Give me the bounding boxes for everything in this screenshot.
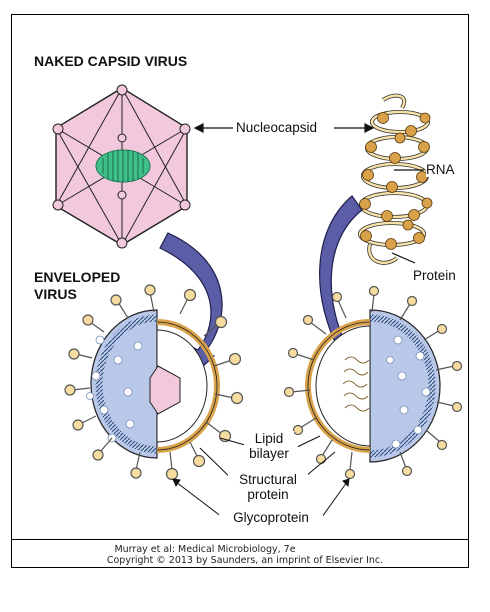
credit-line-2: Copyright © 2013 by Saunders, an imprint… <box>106 555 384 566</box>
helix-protein-subunits <box>359 112 433 250</box>
nucleocapsid-label: Nucleocapsid <box>236 120 318 135</box>
label-pointers <box>172 435 350 518</box>
structural-label-line2: protein <box>232 487 304 502</box>
naked-capsid-title: NAKED CAPSID VIRUS <box>34 53 188 69</box>
protein-label: Protein <box>413 268 456 283</box>
nucleic-acid-core <box>95 149 151 183</box>
nucleocapsid-arrows <box>193 123 424 264</box>
rna-label: RNA <box>426 162 455 177</box>
enveloped-title-line2: VIRUS <box>34 286 77 302</box>
credit-line-1: Murray et al: Medical Microbiology, 7e <box>114 544 296 555</box>
lipid-label-line1: Lipid <box>244 431 294 446</box>
credit-divider <box>11 539 469 540</box>
structural-label-line1: Structural <box>228 472 308 487</box>
enveloped-virus-right <box>283 285 463 480</box>
capsomere-vertices <box>52 84 191 249</box>
lipid-label-line2: bilayer <box>240 446 298 461</box>
enveloped-virus-left <box>64 284 244 481</box>
naked-capsid <box>52 84 191 249</box>
enveloped-title-line1: ENVELOPED <box>34 269 121 285</box>
helical-nucleocapsid <box>358 93 433 265</box>
figure-frame <box>11 14 469 568</box>
glycoprotein-label: Glycoprotein <box>219 510 323 525</box>
